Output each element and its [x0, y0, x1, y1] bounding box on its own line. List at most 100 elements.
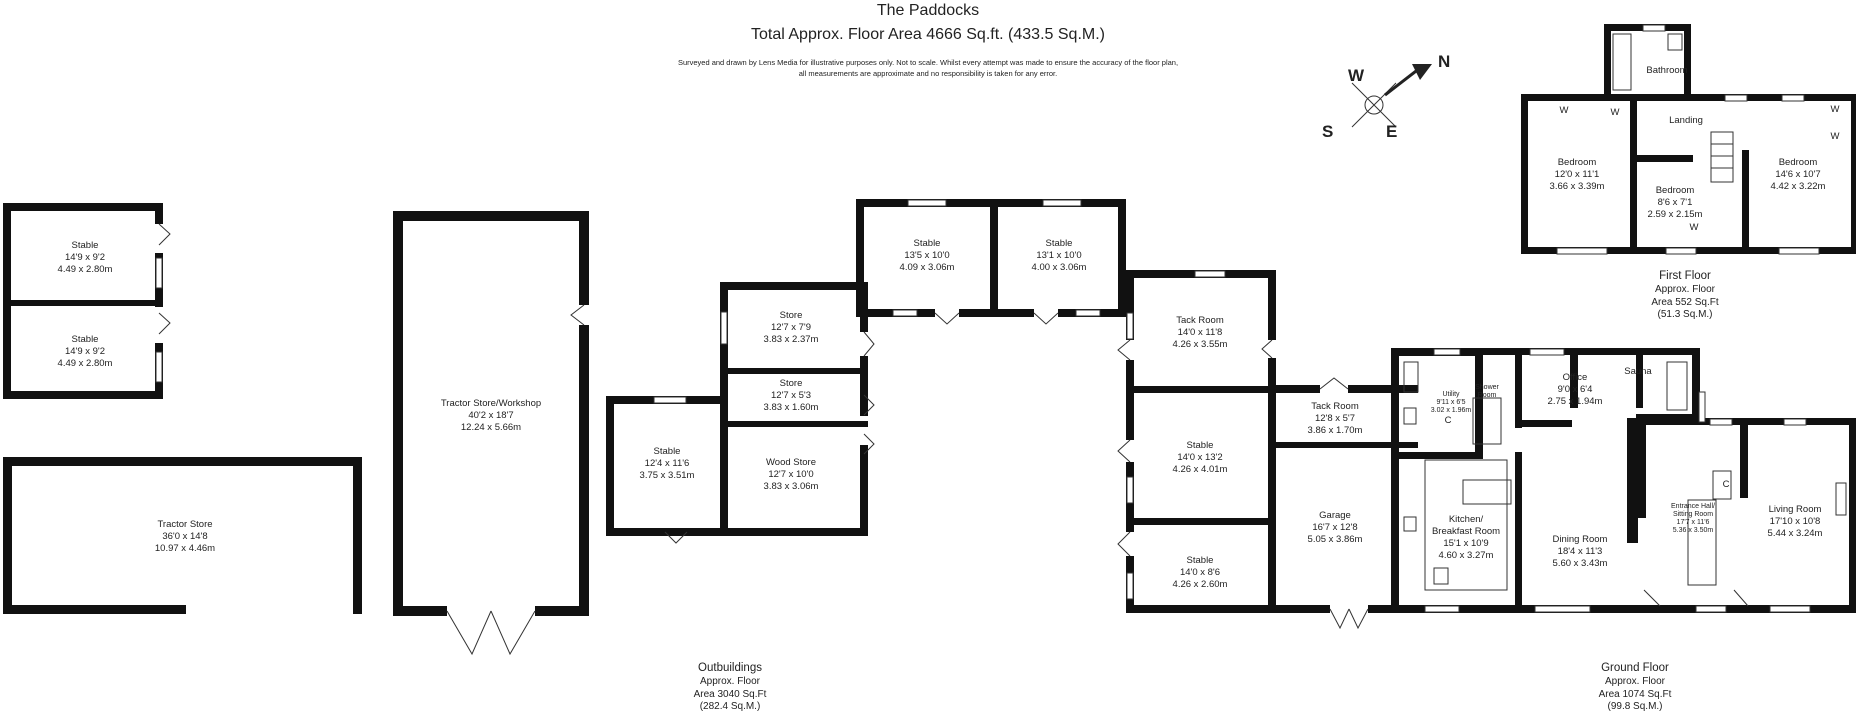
room-name: Utility	[1442, 391, 1460, 398]
wardrobe-marker: W	[1559, 105, 1569, 116]
room-size-imperial: 16'7 x 12'8	[1312, 522, 1358, 533]
room-landing: Landing	[1656, 115, 1716, 127]
room-size-imperial: 18'4 x 11'3	[1557, 546, 1603, 557]
room-size-metric: 4.60 x 3.27m	[1438, 550, 1494, 561]
room-size-imperial: 12'7 x 10'0	[768, 469, 814, 480]
room-name: Shower	[1475, 384, 1499, 391]
room-size-imperial: 9'0 x 6'4	[1557, 384, 1593, 395]
room-size-imperial: 15'1 x 10'9	[1443, 538, 1489, 549]
room-name: Stable	[1186, 440, 1214, 451]
ground-floor-walls	[1391, 348, 1856, 613]
room-size-metric: 10.97 x 4.46m	[154, 543, 216, 554]
room-size-imperial: 17'10 x 10'8	[1769, 516, 1821, 527]
room-tack-room: Tack Room 12'8 x 5'7 3.86 x 1.70m	[1290, 401, 1380, 437]
room-name: Wood Store	[766, 457, 816, 468]
room-wood-store: Wood Store 12'7 x 10'0 3.83 x 3.06m	[746, 457, 836, 493]
room-size-imperial: 36'0 x 14'8	[162, 531, 208, 542]
room-size-metric: 4.26 x 3.55m	[1172, 339, 1228, 350]
room-name: Sauna	[1624, 366, 1652, 377]
area-sqft: Area 3040 Sq.Ft	[693, 688, 767, 700]
room-bedroom: Bedroom 12'0 x 11'1 3.66 x 3.39m	[1532, 157, 1622, 193]
room-stable: Stable 14'0 x 13'2 4.26 x 4.01m	[1155, 440, 1245, 476]
area-label: Approx. Floor	[1654, 284, 1716, 295]
plan-title: The Paddocks	[876, 2, 980, 19]
room-size-imperial: 14'6 x 10'7	[1775, 169, 1821, 180]
room-name: Stable	[653, 446, 681, 457]
room-name: Dining Room	[1552, 534, 1608, 545]
room-size-imperial: 14'9 x 9'2	[64, 252, 106, 263]
room-size-imperial: 14'9 x 9'2	[64, 346, 106, 357]
room-living-room: Living Room 17'10 x 10'8 5.44 x 3.24m	[1750, 504, 1840, 540]
room-size-metric: 3.02 x 1.96m	[1430, 407, 1472, 414]
compass-west: W	[1348, 66, 1365, 85]
room-stable: Stable 13'5 x 10'0 4.09 x 3.06m	[882, 238, 972, 274]
room-stable: Stable 14'9 x 9'2 4.49 x 2.80m	[30, 334, 140, 370]
room-size-imperial: 40'2 x 18'7	[468, 410, 514, 421]
tack-stables-walls	[1117, 270, 1276, 613]
room-sauna: Sauna	[1618, 366, 1658, 378]
room-size-metric: 4.00 x 3.06m	[1031, 262, 1087, 273]
total-floor-area: Total Approx. Floor Area 4666 Sq.ft. (43…	[751, 26, 1105, 43]
room-name: Tack Room	[1311, 401, 1359, 412]
room-name: Bedroom	[1655, 185, 1695, 196]
room-size-imperial: 13'5 x 10'0	[904, 250, 950, 261]
area-sqft: Area 1074 Sq.Ft	[1598, 688, 1672, 700]
room-size-imperial: 14'0 x 8'6	[1179, 567, 1221, 578]
section-name: Ground Floor	[1601, 662, 1669, 674]
disclaimer-line: all measurements are approximate and no …	[798, 69, 1058, 78]
room-name: Living Room	[1768, 504, 1822, 515]
room-office: Office 9'0 x 6'4 2.75 x 1.94m	[1530, 372, 1620, 408]
room-size-imperial: 17'7 x 11'6	[1676, 519, 1710, 526]
room-tractor-store: Tractor Store 36'0 x 14'8 10.97 x 4.46m	[120, 519, 250, 555]
area-sqm: (282.4 Sq.M.)	[699, 701, 761, 712]
stores-cluster-walls	[606, 282, 875, 544]
cupboard-marker: C	[1444, 415, 1452, 426]
area-label: Approx. Floor	[1604, 676, 1666, 687]
room-name: Stable	[913, 238, 941, 249]
room-size-imperial: 8'6 x 7'1	[1657, 197, 1693, 208]
first-floor-area: First Floor Approx. Floor Area 552 Sq.Ft…	[1600, 268, 1770, 322]
room-name: Stable	[71, 240, 99, 251]
room-name: Office	[1562, 372, 1588, 383]
room-size-metric: 5.44 x 3.24m	[1767, 528, 1823, 539]
room-name: Garage	[1319, 510, 1351, 521]
room-name: Store	[779, 310, 803, 321]
room-size-metric: 5.05 x 3.86m	[1307, 534, 1363, 545]
room-name: Stable	[71, 334, 99, 345]
room-name: Bedroom	[1778, 157, 1818, 168]
room-size-metric: 3.83 x 1.60m	[763, 402, 819, 413]
room-name: Tractor Store/Workshop	[440, 398, 542, 409]
area-sqm: (99.8 Sq.M.)	[1607, 701, 1663, 712]
room-store: Store 12'7 x 7'9 3.83 x 2.37m	[746, 310, 836, 346]
wardrobe-marker: W	[1689, 222, 1699, 233]
room-size-metric: 4.49 x 2.80m	[57, 264, 113, 275]
room-size-metric: 3.75 x 3.51m	[639, 470, 695, 481]
cupboard-marker: C	[1722, 479, 1730, 490]
area-sqft: Area 552 Sq.Ft	[1651, 296, 1719, 308]
tractor-workshop-walls	[393, 211, 589, 656]
room-tack-room: Tack Room 14'0 x 11'8 4.26 x 3.55m	[1155, 315, 1245, 351]
room-stable: Stable 13'1 x 10'0 4.00 x 3.06m	[1014, 238, 1104, 274]
room-size-metric: 2.75 x 1.94m	[1547, 396, 1603, 407]
disclaimer: Surveyed and drawn by Lens Media for ill…	[0, 57, 1856, 79]
room-name-2: Room	[1477, 392, 1497, 399]
room-store: Store 12'7 x 5'3 3.83 x 1.60m	[746, 378, 836, 414]
room-size-metric: 4.42 x 3.22m	[1770, 181, 1826, 192]
room-utility: Utility 9'11 x 6'5 3.02 x 1.96m	[1420, 391, 1482, 415]
compass-south: S	[1322, 122, 1334, 141]
wardrobe-marker: W	[1610, 107, 1620, 118]
room-size-imperial: 12'7 x 7'9	[770, 322, 812, 333]
room-bathroom: Bathroom	[1632, 65, 1702, 77]
room-size-metric: 12.24 x 5.66m	[460, 422, 522, 433]
room-size-metric: 3.83 x 3.06m	[763, 481, 819, 492]
room-stable: Stable 14'9 x 9'2 4.49 x 2.80m	[30, 240, 140, 276]
room-name: Landing	[1669, 115, 1703, 126]
room-name: Stable	[1045, 238, 1073, 249]
room-name: Store	[779, 378, 803, 389]
room-bedroom: Bedroom 14'6 x 10'7 4.42 x 3.22m	[1753, 157, 1843, 193]
stables-pair-walls	[3, 203, 171, 399]
outbuildings-area: Outbuildings Approx. Floor Area 3040 Sq.…	[645, 660, 815, 714]
wardrobe-marker: W	[1830, 104, 1840, 115]
compass-rose	[1351, 64, 1432, 128]
